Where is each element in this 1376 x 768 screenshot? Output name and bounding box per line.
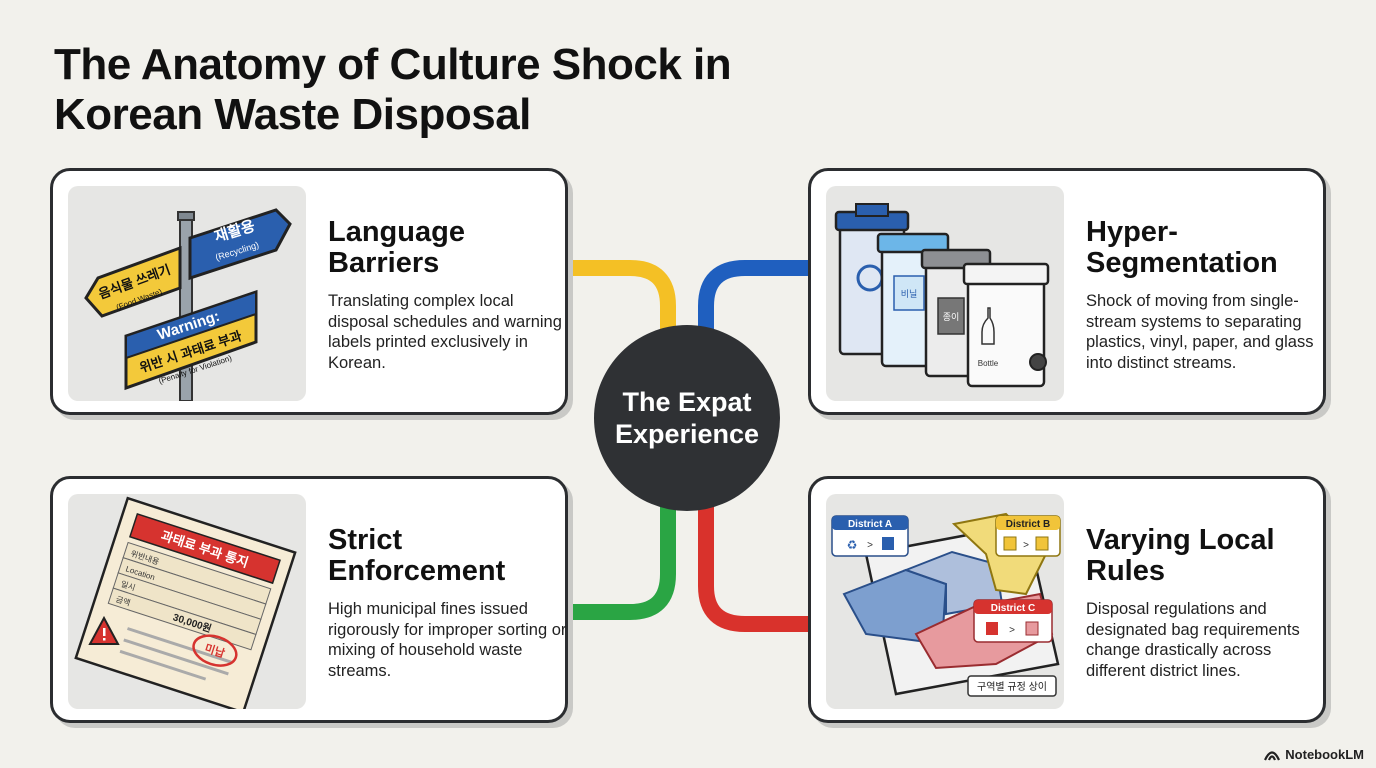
bottle-icon [981, 307, 995, 345]
bag-icon [986, 622, 998, 635]
bin-label-paper: 종이 [943, 312, 960, 322]
card-body: High municipal fines issued rigorously f… [328, 600, 567, 680]
signpost-illustration: 재활용 (Recycling) 음식물 쓰레기 (Food Waste) War… [68, 186, 306, 401]
connector-blue [698, 260, 808, 360]
district-map-illustration: District A ♻ > District B > District C >… [826, 494, 1064, 709]
hub-label: The Expat Experience [614, 387, 760, 449]
connector-red [698, 470, 808, 632]
notice-row-3: 일시 [120, 580, 137, 593]
arrow-icon: > [1023, 540, 1029, 551]
card-strict-enforcement: 과태료 부과 통지 위반내용 Location 일시 금액 30,000원 미납… [50, 476, 568, 723]
notice-row-4: 금액 [115, 594, 132, 608]
arrow-icon: > [1009, 625, 1015, 636]
brand-name: NotebookLM [1285, 747, 1364, 762]
notice-stamp [192, 634, 238, 667]
card-hyper-segmentation: 비닐 종이 Bottle Hyper-Segmentation Shock of… [808, 168, 1326, 415]
district-b-label: District B [1006, 519, 1050, 530]
connector-green [568, 470, 676, 620]
card-body: Disposal regulations and designated bag … [1086, 600, 1300, 680]
card-heading: Strict Enforcement [328, 524, 506, 587]
district-a-label: District A [848, 519, 892, 530]
bag-icon [882, 537, 894, 550]
connector-yellow [568, 260, 676, 360]
brand-mark: NotebookLM [1264, 747, 1364, 762]
card-heading: Varying Local Rules [1086, 524, 1275, 587]
hub-circle: The Expat Experience [594, 325, 780, 511]
notebooklm-logo-icon [1264, 750, 1281, 760]
card-body: Translating complex local disposal sched… [328, 292, 562, 372]
card-varying-local-rules: District A ♻ > District B > District C >… [808, 476, 1326, 723]
district-c-label: District C [991, 603, 1035, 614]
page-title: The Anatomy of Culture Shock in Korean W… [54, 40, 732, 139]
card-heading: Hyper-Segmentation [1086, 216, 1278, 279]
arrow-icon: > [867, 540, 873, 551]
bag-icon [1003, 536, 1017, 551]
recycle-icon: ♻ [847, 538, 858, 552]
bag-icon [1035, 536, 1049, 551]
fine-notice-illustration: 과태료 부과 통지 위반내용 Location 일시 금액 30,000원 미납 [68, 494, 306, 709]
card-language-barriers: 재활용 (Recycling) 음식물 쓰레기 (Food Waste) War… [50, 168, 568, 415]
bin-label-vinyl: 비닐 [901, 289, 918, 299]
card-body: Shock of moving from single-stream syste… [1086, 292, 1314, 372]
bag-icon [1025, 621, 1039, 636]
map-caption: 구역별 규정 상이 [977, 681, 1047, 693]
sorting-bins-illustration: 비닐 종이 Bottle [826, 186, 1064, 401]
card-heading: Language Barriers [328, 216, 465, 279]
bin-label-bottle: Bottle [978, 359, 999, 368]
